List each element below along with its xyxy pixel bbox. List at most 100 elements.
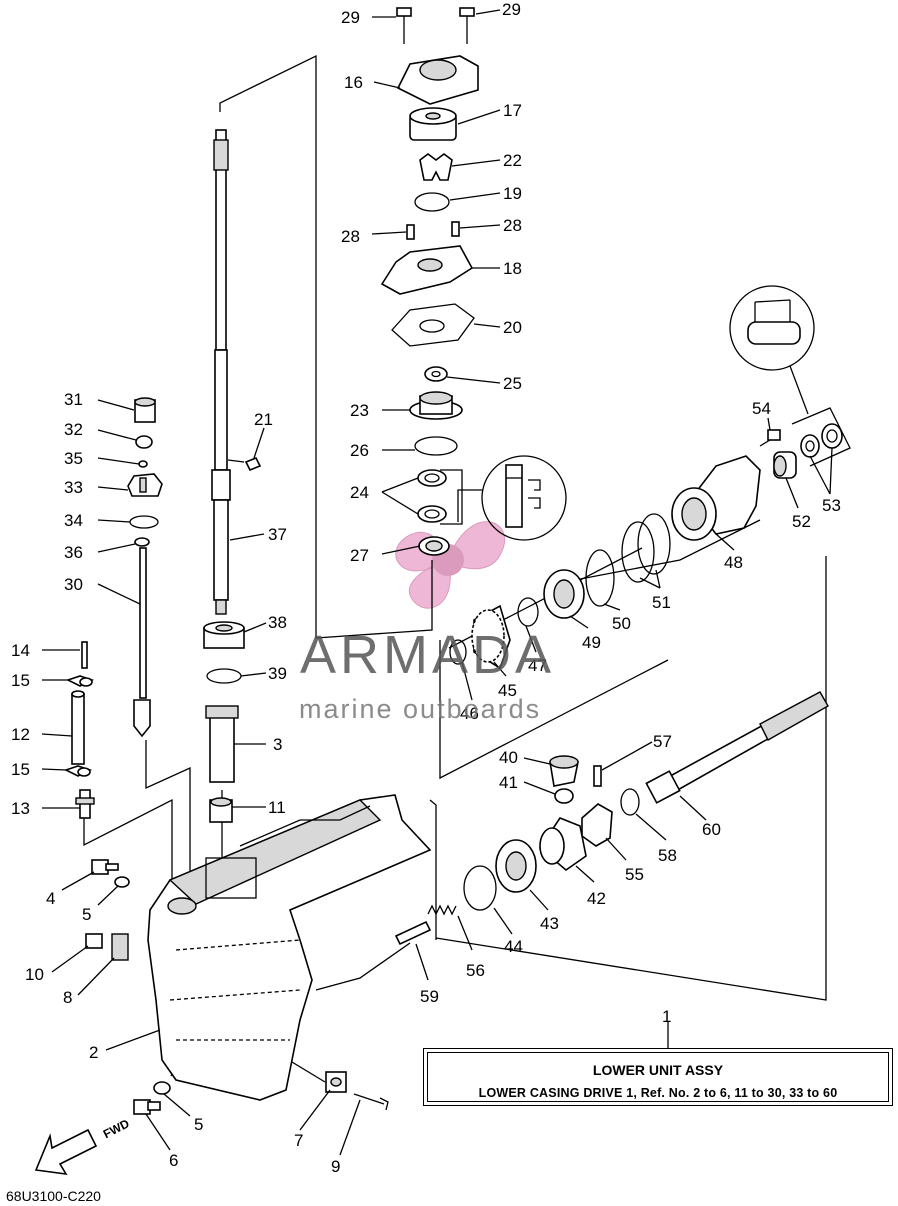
callout-numbers: 29 29 16 17 22 19 28 28 18 20 25 23 26 2…	[11, 0, 841, 1176]
part-33-retainer	[127, 473, 163, 497]
callout-31: 31	[64, 390, 83, 409]
callout-23: 23	[350, 401, 369, 420]
detail-circle-bearing-pin	[457, 455, 567, 541]
figure-code: 68U3100-C220	[6, 1188, 101, 1204]
fwd-direction-arrow: FWD	[34, 1116, 132, 1176]
callout-15-upper: 15	[11, 671, 30, 690]
part-60-propeller-shaft	[645, 691, 829, 804]
leader-lines	[41, 9, 833, 1156]
part-16-pump-housing	[396, 55, 479, 105]
callout-5-upper: 5	[82, 905, 91, 924]
part-19-o-ring	[414, 192, 450, 212]
callout-59: 59	[420, 987, 439, 1006]
part-31-bushing	[134, 397, 156, 423]
callout-41: 41	[499, 773, 518, 792]
callout-44: 44	[504, 937, 523, 956]
callout-16: 16	[344, 73, 363, 92]
part-41-nut	[554, 788, 574, 804]
callout-19: 19	[503, 184, 522, 203]
watermark-propeller-logo	[395, 521, 506, 609]
part-21-key	[244, 456, 262, 472]
callout-57: 57	[653, 732, 672, 751]
callout-45: 45	[498, 681, 517, 700]
callout-11: 11	[268, 798, 286, 817]
callout-17: 17	[503, 101, 522, 120]
callout-33: 33	[64, 478, 83, 497]
part-28-pin-right	[451, 221, 460, 237]
part-35-circlip	[138, 460, 148, 468]
part-10-bolt	[85, 933, 103, 949]
part-14-bolt	[81, 641, 88, 669]
callout-32: 32	[64, 420, 83, 439]
callout-50: 50	[612, 614, 631, 633]
callout-54: 54	[752, 399, 771, 418]
part-26-o-ring	[414, 436, 458, 456]
callout-53: 53	[822, 496, 841, 515]
part-5-washer-lower	[153, 1081, 171, 1095]
part-46-shim	[449, 639, 467, 665]
callout-48: 48	[724, 553, 743, 572]
part-29-bolt-right	[459, 7, 475, 44]
callout-24: 24	[350, 483, 369, 502]
part-28-pin-left	[406, 224, 415, 240]
callout-26: 26	[350, 441, 369, 460]
part-56-spring	[427, 904, 457, 916]
callout-28-right: 28	[503, 216, 522, 235]
callout-12: 12	[11, 725, 30, 744]
callout-20: 20	[503, 318, 522, 337]
callout-60: 60	[702, 820, 721, 839]
part-58-cross-pin-ring	[620, 788, 640, 816]
part-22-impeller	[419, 153, 453, 181]
part-30-shift-rod	[133, 547, 151, 738]
part-6-bolt	[133, 1099, 161, 1115]
part-32-nut	[135, 435, 153, 449]
assembly-title: LOWER UNIT ASSY	[592, 1062, 724, 1078]
callout-6: 6	[169, 1151, 178, 1170]
callout-18: 18	[503, 259, 522, 278]
callout-8: 8	[63, 988, 72, 1007]
part-50-shim	[585, 549, 615, 607]
callout-13: 13	[11, 799, 30, 818]
callout-21: 21	[254, 410, 273, 429]
part-17-insert-cartridge	[409, 107, 457, 141]
callout-28-left: 28	[341, 227, 360, 246]
part-5-washer-upper	[114, 876, 130, 888]
part-15-clip-upper	[65, 675, 95, 687]
callout-42: 42	[587, 889, 606, 908]
callout-56: 56	[466, 961, 485, 980]
assembly-subtitle: LOWER CASING DRIVE 1, Ref. No. 2 to 6, 1…	[478, 1086, 838, 1100]
watermark-brand: ARMADA	[300, 625, 556, 685]
part-49-ball-bearing	[543, 569, 585, 619]
part-7-nut	[325, 1071, 347, 1093]
callout-39: 39	[268, 664, 287, 683]
part-53-seal-outer	[821, 423, 843, 449]
part-24-seal-lower	[417, 505, 447, 523]
callout-37: 37	[268, 525, 287, 544]
callout-46: 46	[460, 704, 479, 723]
callout-51: 51	[652, 593, 671, 612]
callout-29-right: 29	[502, 0, 521, 19]
callout-27: 27	[350, 546, 369, 565]
callout-55: 55	[625, 865, 644, 884]
part-40-pinion	[549, 755, 579, 787]
callout-5-lower: 5	[194, 1115, 203, 1134]
callout-2: 2	[89, 1043, 98, 1062]
part-37-drive-shaft	[211, 129, 231, 615]
part-12-pipe	[71, 690, 85, 765]
callout-7: 7	[294, 1131, 303, 1150]
part-15-clip-lower	[63, 765, 93, 777]
part-44-shim	[463, 865, 497, 911]
part-18-outer-plate	[380, 245, 474, 295]
callout-40: 40	[499, 748, 518, 767]
callout-14: 14	[11, 641, 30, 660]
part-25-oil-seal	[424, 366, 448, 382]
part-36-washer	[134, 537, 150, 547]
callout-1: 1	[662, 1007, 671, 1026]
callout-38: 38	[268, 613, 287, 632]
callout-3: 3	[273, 735, 282, 754]
callout-22: 22	[503, 151, 522, 170]
assembly-info-box: LOWER UNIT ASSY LOWER CASING DRIVE 1, Re…	[423, 1048, 893, 1106]
part-38-bearing	[203, 621, 245, 649]
